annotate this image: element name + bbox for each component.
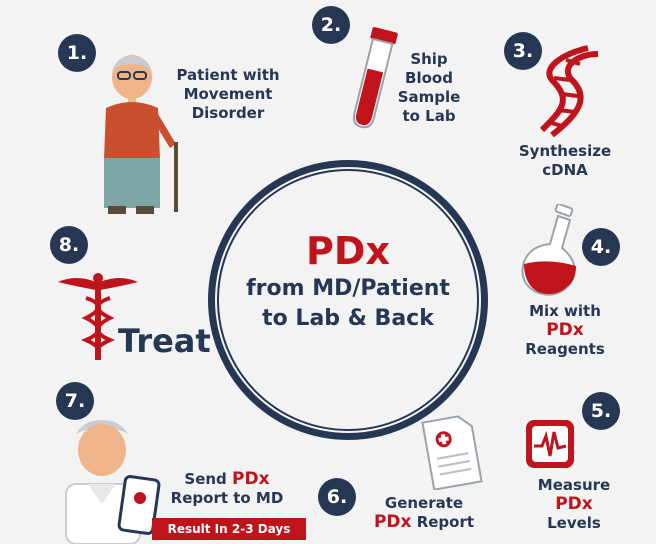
- caduceus-icon: [58, 273, 138, 360]
- step-8-label: Treat: [118, 322, 211, 360]
- step-3-badge: 3.: [504, 32, 542, 70]
- step-7-badge: 7.: [56, 382, 94, 420]
- step-4-line-3: Reagents: [525, 340, 605, 358]
- result-time-badge: Result In 2-3 Days: [152, 518, 306, 540]
- flask-icon: [521, 204, 576, 296]
- center-text: PDx from MD/Patient to Lab & Back: [222, 228, 474, 334]
- step-1-badge: 1.: [58, 34, 96, 72]
- center-title: PDx: [306, 229, 390, 273]
- step-6-line-1: Generate: [384, 494, 464, 512]
- step-4-label: Mix with PDx Reagents: [512, 302, 618, 359]
- blood-tube-icon: [352, 27, 398, 129]
- dna-icon: [539, 45, 599, 138]
- report-document-icon: [421, 415, 483, 490]
- step-5-badge: 5.: [582, 392, 620, 430]
- step-2-line-2: Blood: [405, 69, 453, 87]
- step-5-pdx: PDx: [555, 494, 593, 514]
- heart-monitor-icon: [526, 420, 574, 468]
- step-2-line-3: Sample: [397, 88, 461, 106]
- step-7-line-1-pre: Send: [184, 470, 233, 488]
- step-3-line-2: cDNA: [542, 161, 588, 179]
- center-line-1: from MD/Patient: [246, 276, 450, 301]
- step-5-line-1: Measure: [537, 476, 611, 494]
- step-7-label: Send PDx Report to MD: [162, 470, 292, 508]
- step-5-line-3: Levels: [547, 514, 601, 532]
- step-4-pdx: PDx: [546, 320, 584, 340]
- step-2-line-1: Ship: [410, 50, 448, 68]
- step-1-line-1: Patient with: [176, 66, 280, 84]
- step-6-badge: 6.: [318, 478, 356, 516]
- step-6-pdx: PDx: [373, 512, 412, 532]
- step-4-badge: 4.: [582, 228, 620, 266]
- step-1-line-3: Disorder: [191, 104, 265, 122]
- step-5-label: Measure PDx Levels: [524, 476, 624, 533]
- step-7-pdx: PDx: [232, 469, 270, 489]
- step-3-line-1: Synthesize: [518, 142, 612, 160]
- step-8-badge: 8.: [50, 226, 88, 264]
- step-6-line-2: Report: [411, 513, 475, 531]
- step-2-badge: 2.: [312, 6, 350, 44]
- elderly-patient-icon: [104, 55, 178, 214]
- step-2-line-4: to Lab: [402, 107, 456, 125]
- step-7-line-2: Report to MD: [170, 489, 284, 507]
- step-2-label: Ship Blood Sample to Lab: [392, 50, 466, 126]
- step-4-line-1: Mix with: [529, 302, 601, 320]
- doctor-icon: [65, 420, 161, 544]
- step-1-line-2: Movement: [183, 85, 273, 103]
- center-line-2: to Lab & Back: [262, 306, 434, 331]
- step-1-label: Patient with Movement Disorder: [168, 66, 288, 123]
- center-ring-inner: [217, 169, 479, 431]
- step-3-label: Synthesize cDNA: [510, 142, 620, 180]
- step-6-label: Generate PDx Report: [364, 494, 484, 532]
